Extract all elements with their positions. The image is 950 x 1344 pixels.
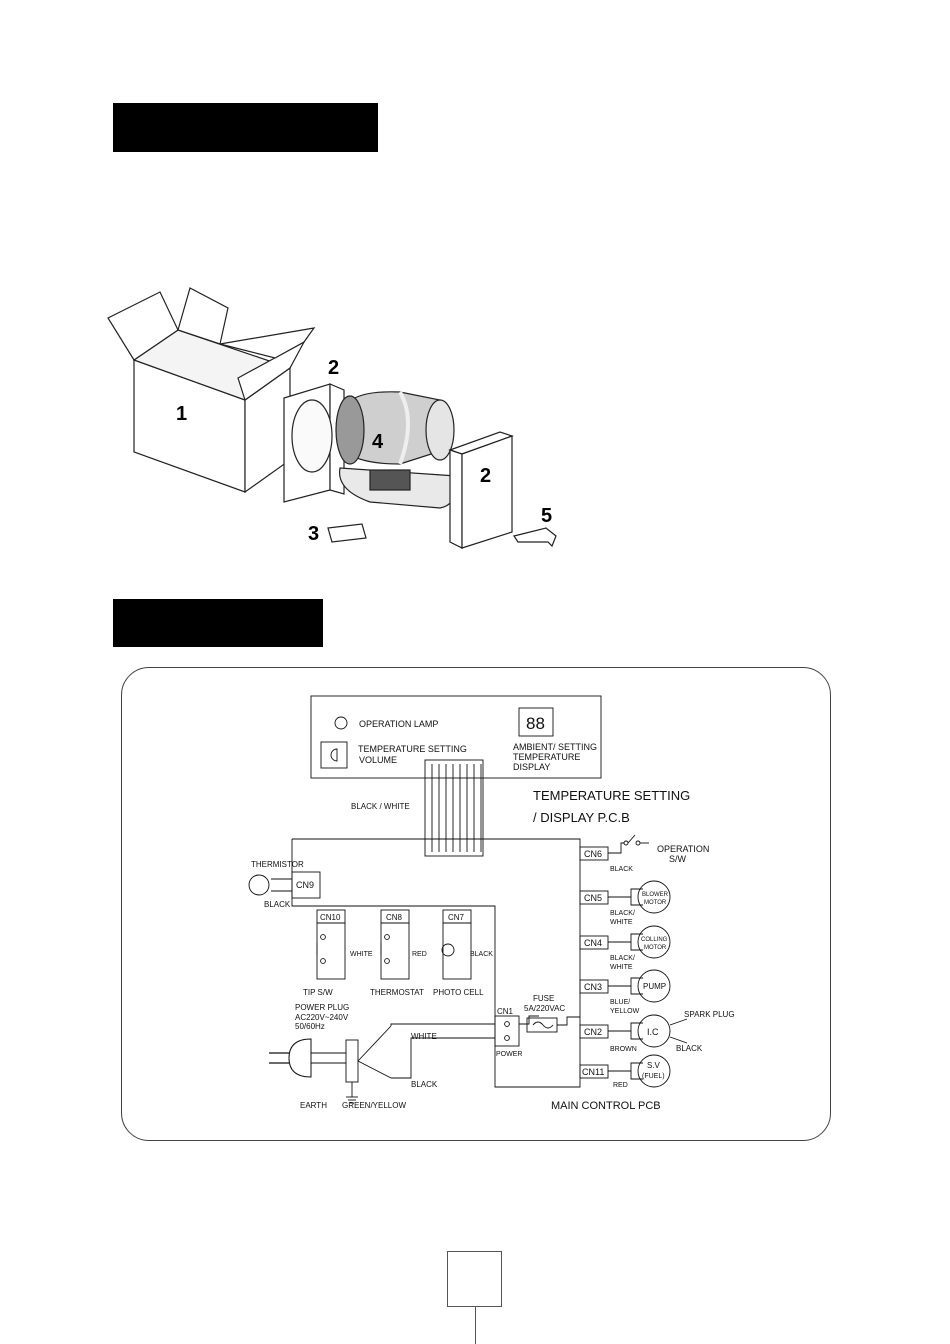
cn5-wire: BLACK/ xyxy=(610,910,635,917)
cn4-wire-2: WHITE xyxy=(610,964,633,971)
bracket-part xyxy=(513,527,557,548)
cn4-wire: BLACK/ xyxy=(610,955,635,962)
photo-cell-label: PHOTO CELL xyxy=(433,988,484,997)
black-power-wire: BLACK xyxy=(411,1080,438,1089)
operation-lamp-icon xyxy=(334,716,348,730)
cn5-label: CN5 xyxy=(584,893,602,903)
led-display xyxy=(518,707,554,737)
display-digits: 88 xyxy=(526,714,545,733)
temp-volume-knob xyxy=(320,741,348,769)
thermistor-label: THERMISTOR xyxy=(251,860,304,869)
display-panel xyxy=(310,695,602,779)
cn1-label: CN1 xyxy=(497,1007,514,1016)
page-marker-line xyxy=(475,1307,476,1344)
pump-label: PUMP xyxy=(643,982,666,991)
white-power-wire: WHITE xyxy=(411,1032,437,1041)
callout-2-right: 2 xyxy=(480,465,491,487)
foam-end-cap-right xyxy=(448,431,514,549)
callout-5: 5 xyxy=(541,505,552,527)
operation-sw-label: OPERATION xyxy=(657,844,709,854)
power-plug-freq: 50/60Hz xyxy=(295,1022,325,1031)
cn2-wire: BROWN xyxy=(610,1046,637,1053)
cn6-wire: BLACK xyxy=(610,866,633,873)
cn4-label: CN4 xyxy=(584,938,602,948)
thermistor-wire: BLACK xyxy=(264,900,291,909)
tip-sw-label: TIP S/W xyxy=(303,988,333,997)
pcb-title: TEMPERATURE SETTING xyxy=(533,788,690,803)
cn3-label: CN3 xyxy=(584,982,602,992)
cn11-label: CN11 xyxy=(582,1067,604,1077)
colling-motor-label-2: MOTOR xyxy=(644,945,667,951)
fuse-rating-label: 5A/220VAC xyxy=(524,1004,565,1013)
section-header-package xyxy=(113,103,378,152)
wiring-diagram: OPERATION LAMP TEMPERATURE SETTING VOLUM… xyxy=(248,695,735,1112)
cable-label: BLACK / WHITE xyxy=(351,802,410,811)
ambient-label-3: DISPLAY xyxy=(513,762,550,772)
cn3-wire-2: YELLOW xyxy=(610,1008,640,1015)
colling-motor-label: COLLING xyxy=(641,937,668,943)
power-plug-icon xyxy=(288,1038,312,1078)
spark-plug-label: SPARK PLUG xyxy=(684,1010,735,1019)
cn5-wire-2: WHITE xyxy=(610,919,633,926)
ambient-label: AMBIENT/ SETTING xyxy=(513,742,597,752)
foam-end-cap-left xyxy=(283,383,345,503)
pcb-title-2: / DISPLAY P.C.B xyxy=(533,810,630,825)
white-wire-label: WHITE xyxy=(350,951,373,958)
manual-card xyxy=(327,523,367,543)
power-label: POWER xyxy=(496,1051,522,1058)
cn8-label: CN8 xyxy=(386,913,403,922)
cn7-label: CN7 xyxy=(448,913,465,922)
spark-black-label: BLACK xyxy=(676,1044,703,1053)
red-wire-label: RED xyxy=(412,951,427,958)
earth-label: EARTH xyxy=(300,1101,327,1110)
operation-lamp-label: OPERATION LAMP xyxy=(359,719,438,729)
cn3-wire: BLUE/ xyxy=(610,999,630,1006)
fuse-label: FUSE xyxy=(533,994,554,1003)
green-yellow-label: GREEN/YELLOW xyxy=(342,1101,406,1110)
cn11-wire: RED xyxy=(613,1082,628,1089)
package-contents-illustration: 1 2 4 2 3 5 xyxy=(107,287,557,549)
ic-label: I.C xyxy=(647,1027,659,1037)
wiring-diagram-frame xyxy=(121,667,831,1141)
power-plug-label: POWER PLUG xyxy=(295,1003,349,1012)
cn6-label: CN6 xyxy=(584,849,602,859)
callout-3: 3 xyxy=(308,523,319,545)
section-header-wiring xyxy=(113,599,323,647)
cn10-label: CN10 xyxy=(320,913,341,922)
cn9-label: CN9 xyxy=(296,880,314,890)
cn2-label: CN2 xyxy=(584,1027,602,1037)
temp-setting-label: TEMPERATURE SETTING xyxy=(358,744,467,754)
callout-4: 4 xyxy=(372,431,384,453)
blower-motor-label: BLOWER xyxy=(642,892,669,898)
main-pcb-label: MAIN CONTROL PCB xyxy=(551,1100,661,1112)
power-plug-voltage: AC220V~240V xyxy=(295,1013,349,1022)
page-number-box xyxy=(447,1251,502,1307)
sv-label: S.V xyxy=(647,1061,661,1070)
ribbon-cable xyxy=(424,759,484,857)
callout-1: 1 xyxy=(176,403,187,425)
sv-fuel-label: (FUEL) xyxy=(642,1073,665,1080)
callout-2-left: 2 xyxy=(328,357,339,379)
temp-volume-label: VOLUME xyxy=(359,755,397,765)
operation-sw-label-2: S/W xyxy=(669,854,687,864)
blower-motor-label-2: MOTOR xyxy=(644,900,667,906)
thermostat-label: THERMOSTAT xyxy=(370,988,424,997)
carton-box xyxy=(107,287,316,494)
ambient-label-2: TEMPERATURE xyxy=(513,752,580,762)
heater-unit xyxy=(335,391,458,509)
black-wire-label: BLACK xyxy=(470,951,493,958)
